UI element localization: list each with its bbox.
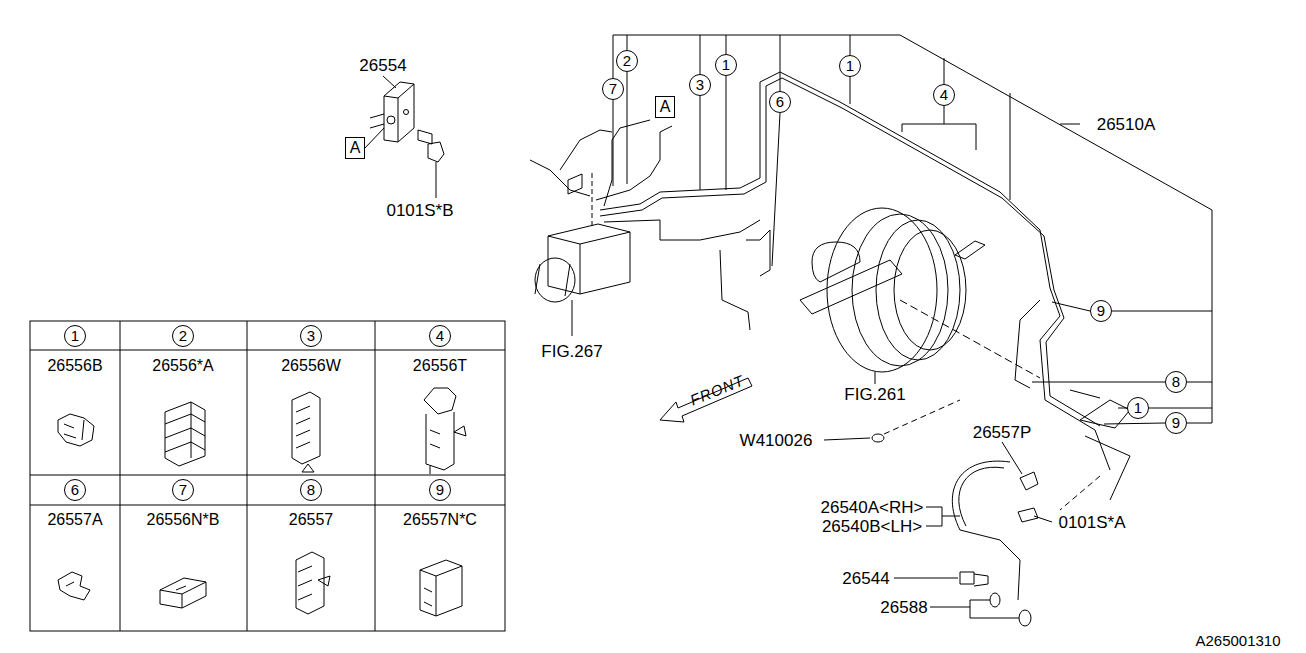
callout-number: 6 <box>769 91 791 113</box>
clip-part-number: 26556*A <box>151 357 214 375</box>
clip-part-number: 26556T <box>412 357 468 375</box>
clip-part-number: 26557N*C <box>402 511 478 529</box>
direction-label: FRONT <box>688 372 747 409</box>
part-number: 26540B<LH> <box>820 517 924 536</box>
part-number: 26557P <box>971 423 1034 442</box>
callout-number: 7 <box>172 479 194 501</box>
part-number: 26554 <box>357 56 408 75</box>
clip-part-number: 26556W <box>280 357 342 375</box>
callout-number: 8 <box>1165 371 1187 393</box>
clip-part-number: 26557 <box>288 511 335 529</box>
callout-number: 1 <box>1127 397 1149 419</box>
brake-booster <box>800 208 1040 384</box>
brake-lines <box>530 72 1130 500</box>
part-number: 26544 <box>840 569 891 588</box>
callout-number: 4 <box>429 325 451 347</box>
part-number: 0101S*A <box>1056 513 1127 532</box>
part-number: FIG.261 <box>842 385 907 404</box>
callout-number: 3 <box>300 325 322 347</box>
diagram-code: A265001310 <box>1193 632 1282 649</box>
clip-part-number: 26556B <box>46 357 103 375</box>
callout-number: 2 <box>616 50 638 72</box>
part-number: FIG.267 <box>539 342 604 361</box>
callout-number: 2 <box>172 325 194 347</box>
callout-number: 3 <box>689 74 711 96</box>
part-number: 0101S*B <box>384 201 455 220</box>
bracket-26554 <box>365 76 444 198</box>
part-number: 26510A <box>1095 115 1158 134</box>
callout-number: 1 <box>839 55 861 77</box>
clip-table-frame <box>30 321 505 631</box>
leader-lines <box>613 35 1212 618</box>
callout-number: 1 <box>715 54 737 76</box>
part-number: 26540A<RH> <box>818 498 925 517</box>
clip-part-number: 26557A <box>46 511 103 529</box>
clip-icons <box>58 388 466 616</box>
reference-box: A <box>655 96 675 118</box>
abs-unit <box>535 170 630 336</box>
callout-number: 8 <box>300 479 322 501</box>
clip-part-number: 26556N*B <box>146 511 221 529</box>
callout-number: 6 <box>64 479 86 501</box>
callout-number: 9 <box>1165 412 1187 434</box>
part-number: 26588 <box>878 598 929 617</box>
reference-box: A <box>345 137 365 159</box>
part-number: W410026 <box>738 431 815 450</box>
reference-letter: A <box>660 98 671 116</box>
reference-letter: A <box>350 139 361 157</box>
callout-number: 4 <box>933 84 955 106</box>
callout-number: 9 <box>429 479 451 501</box>
callout-number: 7 <box>602 78 624 100</box>
callout-number: 9 <box>1090 300 1112 322</box>
callout-number: 1 <box>64 325 86 347</box>
